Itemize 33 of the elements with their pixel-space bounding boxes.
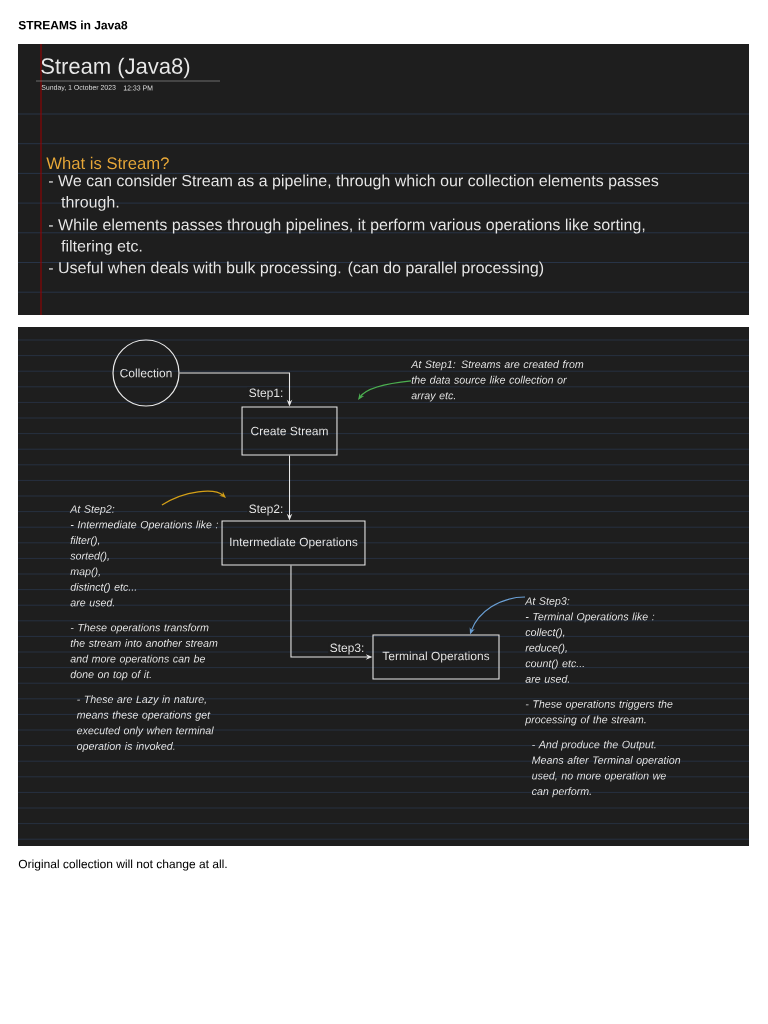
annotation-text: - And produce the Output. Means after Terminal operation used, no more operation we can perform. <box>532 740 681 798</box>
annotation-text: sorted(), <box>70 551 109 562</box>
edge-label: Step3: <box>330 643 364 655</box>
process-box: Terminal Operations <box>372 634 500 680</box>
edge-label: Step1: <box>249 388 283 400</box>
annotation-text: are used. <box>70 598 114 607</box>
annotation-text: At Step3: <box>524 597 570 607</box>
bullet-text: - We can consider Stream as a pipeline, through which our collection elements passes through. <box>49 174 659 211</box>
annotation-text: - These operations triggers the processing of the stream. <box>525 699 673 726</box>
annotation-text: At Step1: Streams are created from the data source like collection or array etc. <box>410 360 584 402</box>
bullet-text: - While elements passes through pipelines, it perform various operations like sorting, filtering etc. <box>49 218 645 255</box>
bullet-text: - Useful when deals with bulk processing. (can do parallel processing) <box>49 261 544 277</box>
annotation-text: distinct() etc... <box>70 583 136 593</box>
annotation-text: - These are Lazy in nature, means these operations get executed only when terminal operation is invoked. <box>76 695 214 752</box>
annotation-text: filter(), <box>70 536 100 547</box>
annotation-text: At Step2: <box>69 505 115 515</box>
annotation-text: are used. <box>525 675 569 683</box>
annotation-text: map(), <box>70 567 100 578</box>
annotation-text: - These operations transform the stream into another stream and more operations can be done on top of it. <box>70 623 218 681</box>
annotation-text: - Terminal Operations like : <box>525 612 655 623</box>
process-box: Create Stream <box>241 406 338 456</box>
heading: Stream (Java8) <box>41 57 190 79</box>
section-heading: What is Stream? <box>46 156 169 170</box>
arrow <box>358 380 412 400</box>
edge-label: Step2: <box>249 504 283 516</box>
arrow <box>161 490 226 506</box>
annotation-text: - Intermediate Operations like : <box>70 520 218 531</box>
annotation-text: reduce(), <box>525 643 567 654</box>
annotation-text: collect(), <box>525 628 565 639</box>
page-title: STREAMS in Java8 <box>18 20 128 30</box>
caption: Original collection will not change at all. <box>18 859 227 871</box>
annotation-text: count() etc... <box>525 659 584 670</box>
process-box: Intermediate Operations <box>221 520 366 566</box>
